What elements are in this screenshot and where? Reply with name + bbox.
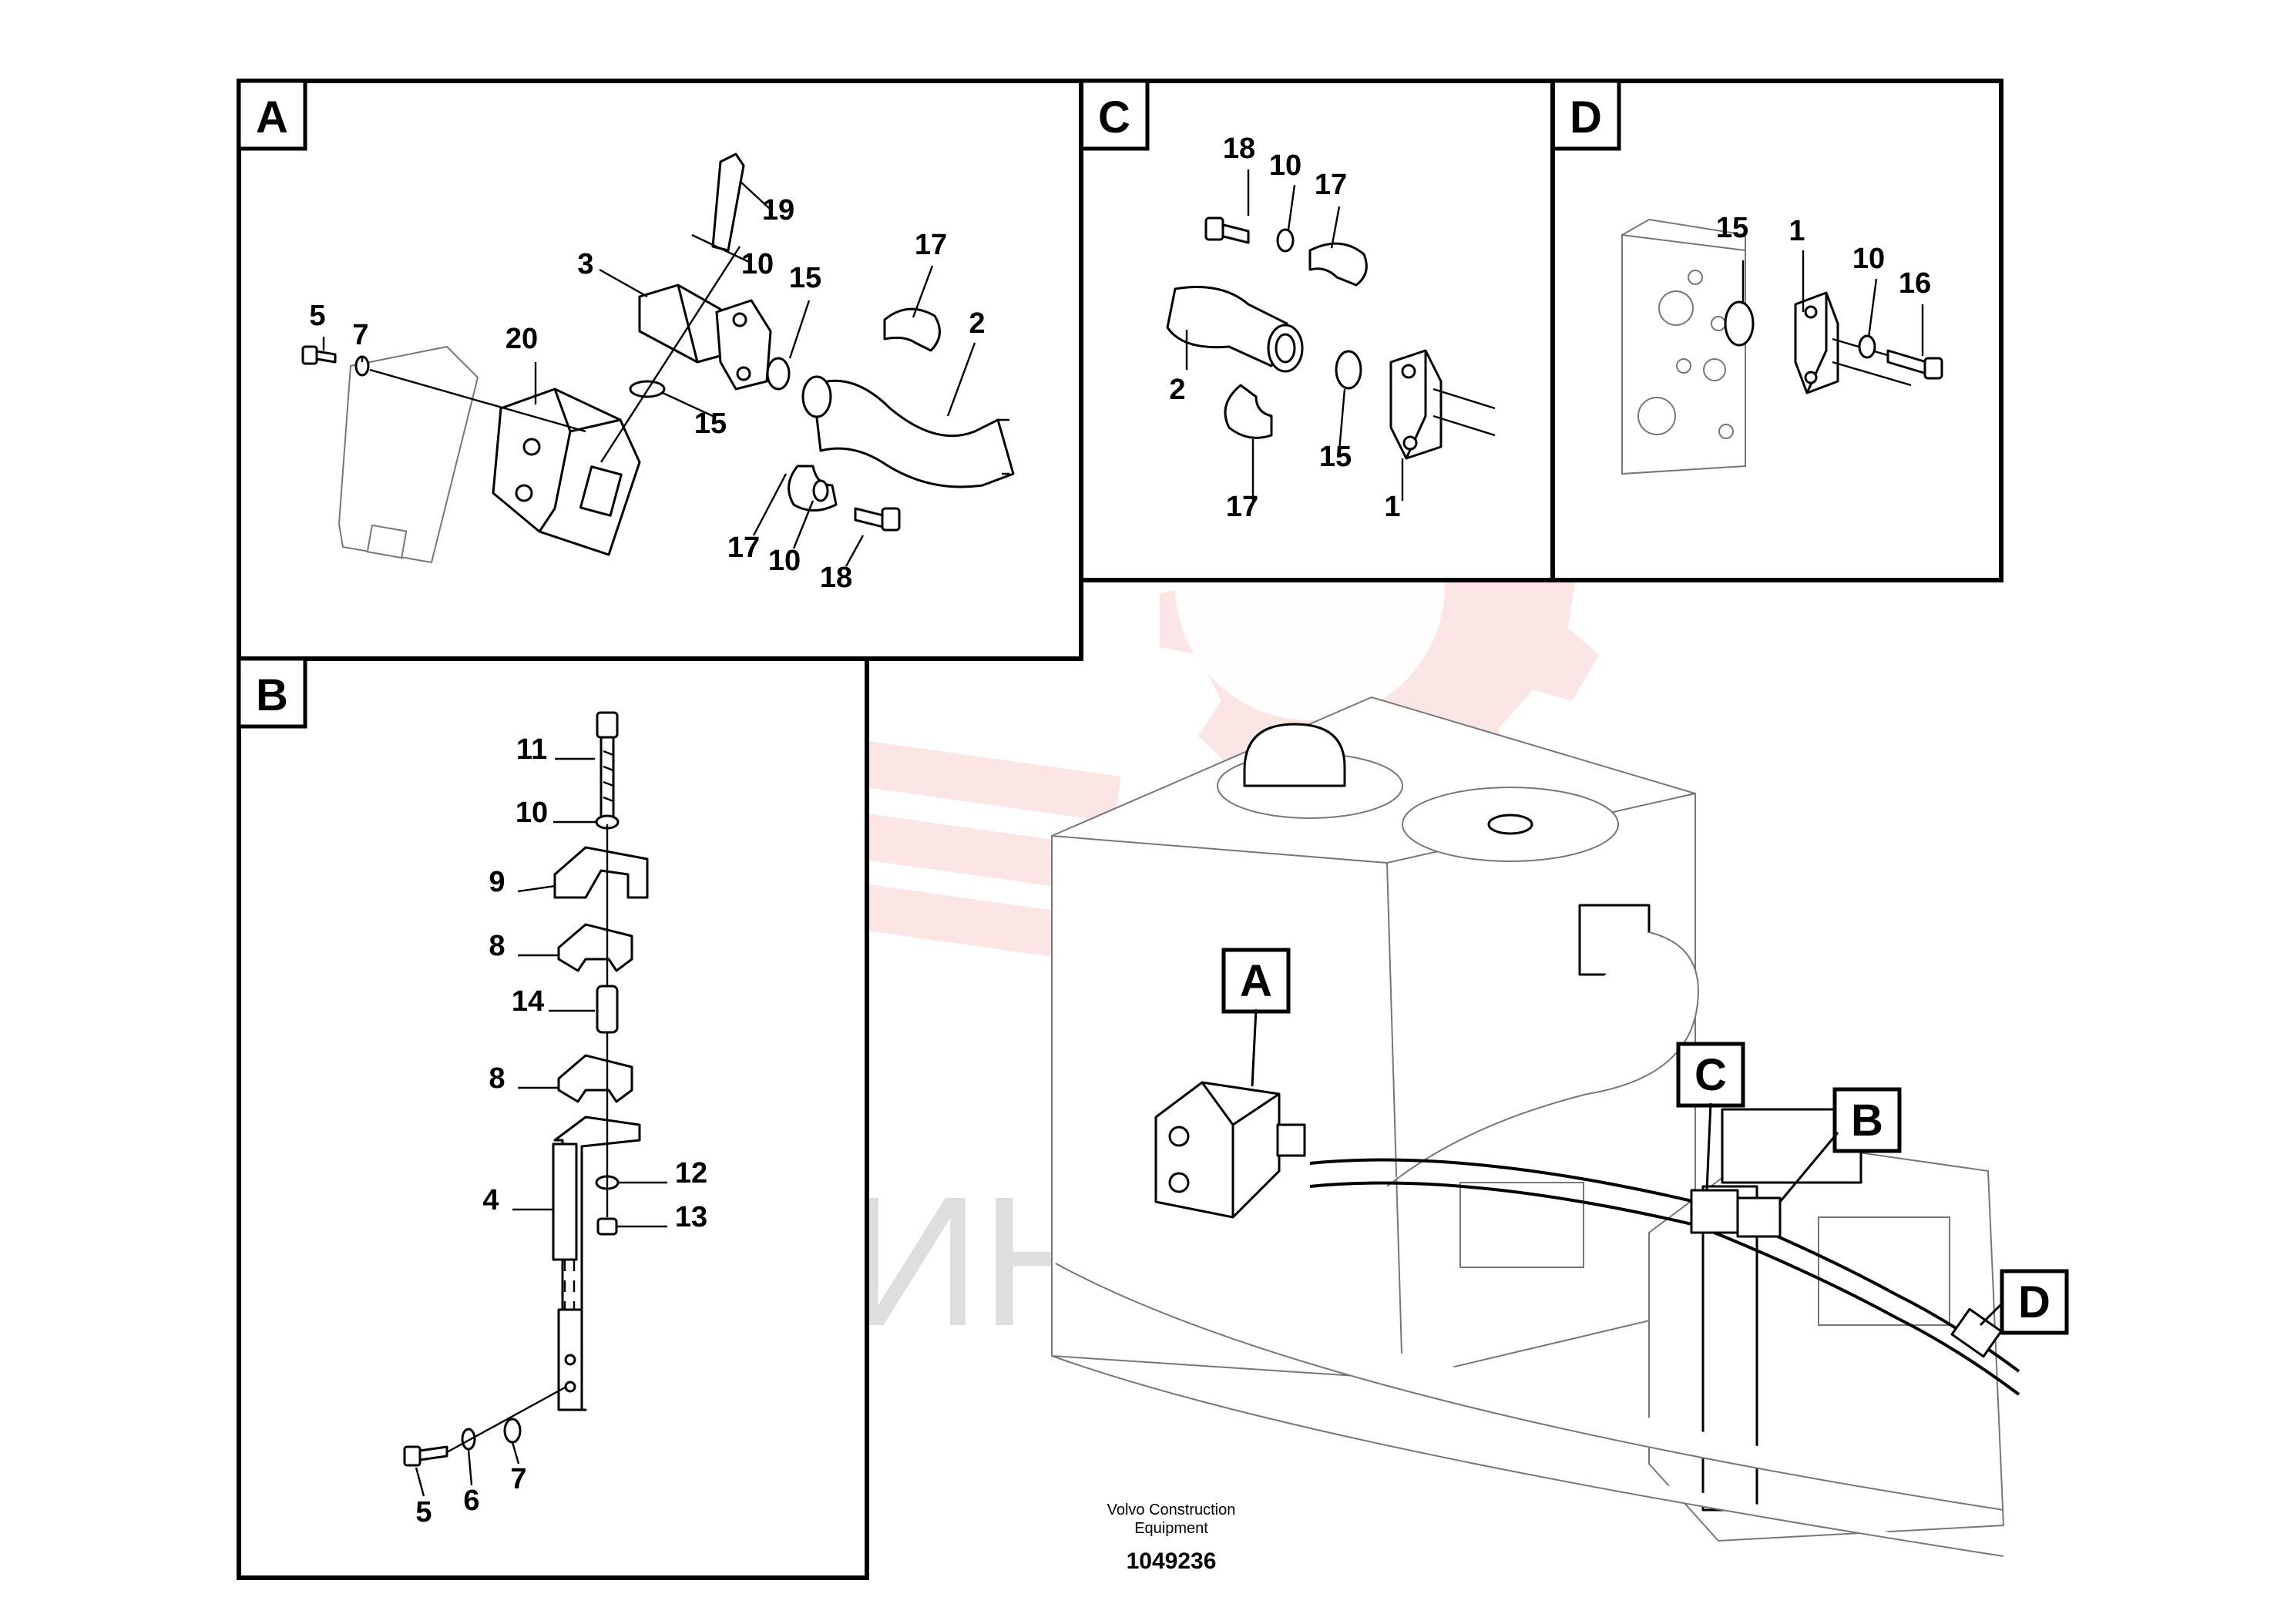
panel-c-letter: C xyxy=(1098,92,1130,143)
callout-b-12: 12 xyxy=(675,1157,707,1189)
callout-a-19: 19 xyxy=(762,194,794,226)
callout-b-9: 9 xyxy=(489,866,505,898)
credit-line-1: Volvo Construction xyxy=(1107,1502,1236,1518)
callout-a-17: 17 xyxy=(727,532,760,564)
callout-a-20: 20 xyxy=(505,323,538,355)
panel-b: B xyxy=(237,656,869,1580)
callout-c-15: 15 xyxy=(1319,441,1352,473)
credit-block: Volvo Construction Equipment 1049236 xyxy=(1107,1502,1236,1574)
callout-b-13: 13 xyxy=(675,1201,707,1233)
panel-c: C xyxy=(1079,79,1555,582)
marker-letter-a: A xyxy=(1240,956,1272,1006)
marker-letter-d: D xyxy=(2018,1277,2050,1327)
callout-b-6: 6 xyxy=(463,1485,479,1517)
callout-a-10: 10 xyxy=(768,545,801,577)
callout-b-5: 5 xyxy=(415,1496,432,1528)
callout-d-1: 1 xyxy=(1789,215,1805,247)
callout-a-7: 7 xyxy=(352,319,368,351)
reference-markers: A C B D xyxy=(1221,948,2069,1335)
credit-line-2: Equipment xyxy=(1134,1520,1208,1537)
callout-b-7: 7 xyxy=(510,1463,526,1495)
callout-b-4: 4 xyxy=(482,1184,499,1216)
callout-d-15: 15 xyxy=(1716,212,1748,244)
callout-b-14: 14 xyxy=(512,985,544,1018)
callout-a-15: 15 xyxy=(789,262,821,294)
callout-a-5: 5 xyxy=(309,300,325,332)
callout-c-18: 18 xyxy=(1223,133,1255,165)
marker-letter-b: B xyxy=(1851,1096,1883,1146)
callout-a-2: 2 xyxy=(969,307,985,340)
panel-d: D xyxy=(1550,79,2003,582)
marker-leaders xyxy=(1251,1008,2005,1327)
marker-letter-c: C xyxy=(1694,1050,1727,1100)
panel-b-letter: B xyxy=(256,670,288,720)
callout-a-18: 18 xyxy=(820,562,852,594)
callout-a-17: 17 xyxy=(915,229,947,261)
callout-c-17: 17 xyxy=(1226,491,1258,523)
callout-c-17: 17 xyxy=(1315,169,1347,201)
panel-a-letter: A xyxy=(256,92,288,143)
panel-d-letter: D xyxy=(1570,92,1602,143)
marker-box-d xyxy=(2000,1269,2069,1335)
callout-d-10: 10 xyxy=(1852,243,1885,275)
callout-a-3: 3 xyxy=(577,248,593,280)
callout-c-10: 10 xyxy=(1269,149,1302,182)
callout-a-10: 10 xyxy=(741,248,774,280)
callout-a-15: 15 xyxy=(694,408,727,440)
callout-c-1: 1 xyxy=(1384,491,1400,523)
callout-b-8: 8 xyxy=(489,930,505,962)
document-number: 1049236 xyxy=(1127,1549,1217,1574)
panel-a: A xyxy=(237,79,1083,661)
machine-illustration xyxy=(1051,696,2020,1557)
callout-c-2: 2 xyxy=(1169,374,1185,406)
marker-box-b xyxy=(1832,1087,1902,1153)
callout-d-16: 16 xyxy=(1899,267,1931,300)
marker-box-c xyxy=(1676,1042,1745,1108)
callout-b-8: 8 xyxy=(489,1062,505,1095)
callout-b-10: 10 xyxy=(516,797,548,829)
callout-b-11: 11 xyxy=(516,733,547,766)
